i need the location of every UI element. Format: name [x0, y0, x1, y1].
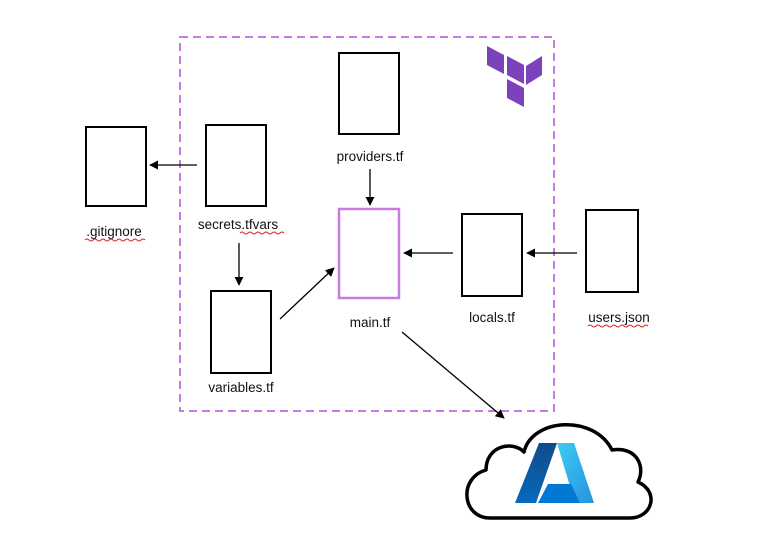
users-label: users.json: [588, 310, 650, 325]
spellcheck-underlines: [84, 231, 649, 328]
main-file-icon: [337, 207, 401, 300]
variables-file-icon: [210, 290, 272, 374]
locals-file-icon: [461, 213, 523, 297]
dependency-arrows: [149, 160, 577, 419]
locals-label: locals.tf: [469, 310, 515, 325]
cloud-icon: [465, 423, 653, 520]
secrets-label: secrets.tfvars: [198, 217, 279, 232]
arrow-variables-to-main: [279, 267, 335, 320]
variables-label: variables.tf: [208, 380, 274, 395]
terraform-logo-icon: [487, 46, 542, 107]
users-file-icon: [585, 209, 639, 293]
gitignore-file-icon: [85, 126, 147, 207]
secrets-file-icon: [205, 124, 267, 207]
main-label: main.tf: [350, 315, 391, 330]
providers-file-icon: [338, 52, 400, 135]
providers-label: providers.tf: [337, 149, 404, 164]
azure-logo-icon: [515, 443, 594, 503]
gitignore-label: .gitignore: [86, 224, 142, 239]
terraform-boundary: [179, 36, 555, 412]
arrow-main-to-azure: [401, 331, 505, 419]
